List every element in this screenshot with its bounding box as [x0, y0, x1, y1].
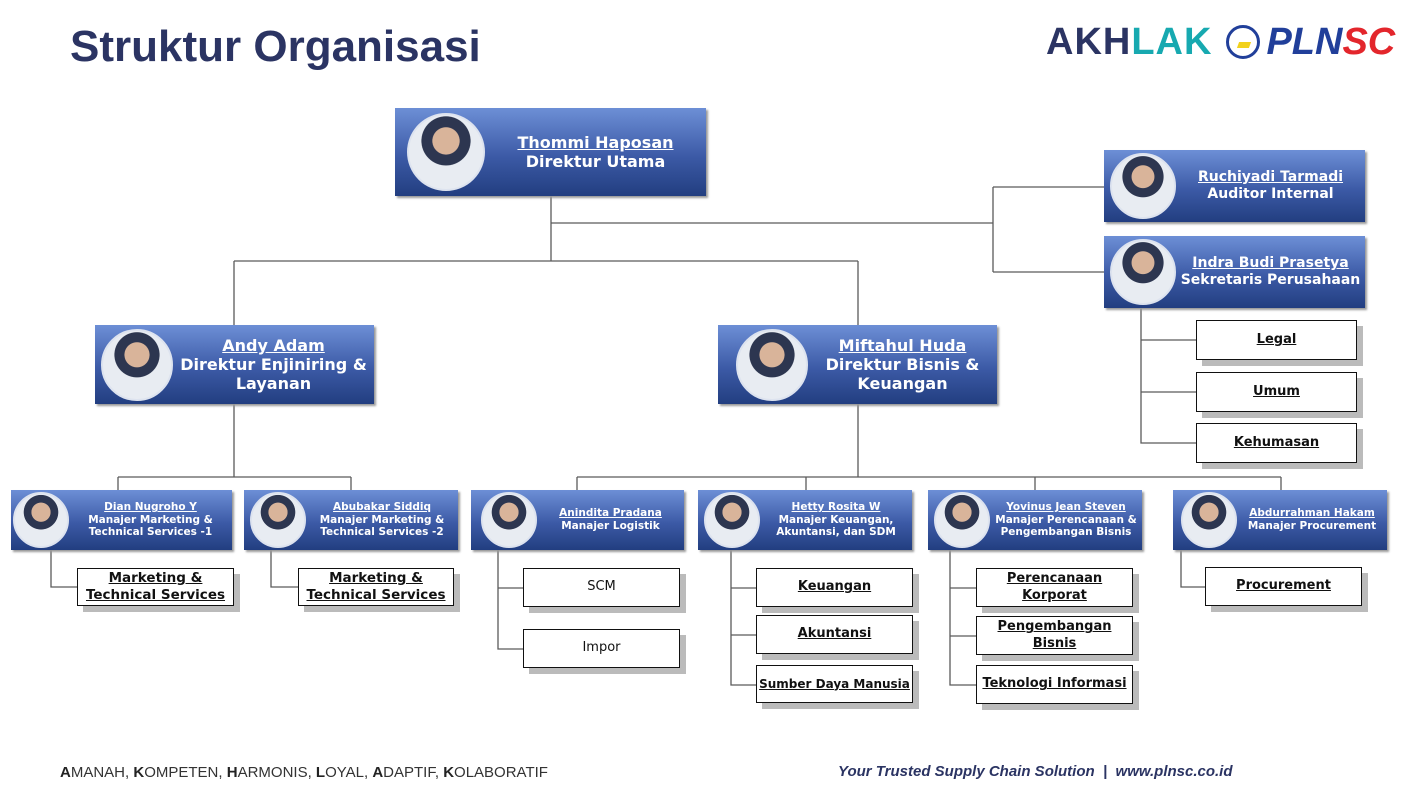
- logo-akh: AKH: [1046, 20, 1132, 63]
- person-name[interactable]: Andy Adam: [222, 335, 325, 355]
- unit-ti[interactable]: Teknologi Informasi: [976, 665, 1133, 704]
- pln-emblem-icon: [1226, 25, 1261, 59]
- unit-impor[interactable]: Impor: [523, 629, 680, 668]
- value-rest: OYAL,: [325, 764, 373, 781]
- person-role: Direktur Utama: [525, 152, 666, 171]
- person-role: Manajer Keuangan, Akuntansi, dan SDM: [776, 513, 896, 539]
- person-role: Direktur Bisnis & Keuangan: [825, 354, 980, 394]
- value-initial: H: [226, 764, 238, 781]
- value-rest: MANAH,: [70, 764, 134, 781]
- logo-lak: LAK: [1131, 20, 1213, 63]
- unit-pengembangan[interactable]: Pengembangan Bisnis: [976, 616, 1133, 655]
- avatar: [1110, 153, 1176, 219]
- person-name[interactable]: Thommi Haposan: [517, 132, 674, 152]
- logo-pln: PLN: [1266, 20, 1343, 63]
- unit-mts1[interactable]: Marketing & Technical Services: [77, 568, 234, 606]
- person-role: Manajer Perencanaan & Pengembangan Bisni…: [995, 513, 1137, 539]
- value-initial: K: [133, 764, 145, 781]
- person-role: Manajer Logistik: [561, 520, 660, 532]
- unit-mts2[interactable]: Marketing & Technical Services: [298, 568, 454, 606]
- avatar: [481, 492, 537, 548]
- logo-sc: SC: [1342, 20, 1396, 63]
- person-role: Manajer Procurement: [1247, 520, 1377, 532]
- value-initial: L: [315, 764, 326, 781]
- person-name[interactable]: Miftahul Huda: [838, 335, 967, 355]
- unit-keuangan[interactable]: Keuangan: [756, 568, 913, 607]
- avatar: [704, 492, 760, 548]
- value-initial: K: [443, 764, 455, 781]
- avatar: [101, 328, 173, 401]
- person-role: Direktur Enjiniring & Layanan: [180, 354, 367, 394]
- person-name[interactable]: Abubakar Siddiq: [333, 501, 431, 514]
- unit-perencanaan[interactable]: Perencanaan Korporat: [976, 568, 1133, 607]
- avatar: [407, 113, 485, 191]
- person-name[interactable]: Indra Budi Prasetya: [1192, 255, 1349, 272]
- unit-kehumasan[interactable]: Kehumasan: [1196, 423, 1357, 463]
- unit-akuntansi[interactable]: Akuntansi: [756, 615, 913, 654]
- person-name[interactable]: Hetty Rosita W: [791, 501, 881, 514]
- person-role: Sekretaris Perusahaan: [1180, 272, 1361, 288]
- person-name[interactable]: Anindita Pradana: [559, 507, 662, 520]
- unit-procurement[interactable]: Procurement: [1205, 567, 1362, 606]
- value-rest: DAPTIF,: [383, 764, 444, 781]
- avatar: [934, 492, 990, 548]
- avatar: [1110, 239, 1176, 305]
- page-title: Struktur Organisasi: [70, 22, 481, 71]
- value-initial: A: [372, 764, 384, 781]
- unit-legal[interactable]: Legal: [1196, 320, 1357, 360]
- unit-scm[interactable]: SCM: [523, 568, 680, 607]
- person-name[interactable]: Ruchiyadi Tarmadi: [1197, 169, 1344, 186]
- avatar: [1181, 492, 1237, 548]
- avatar: [13, 492, 69, 548]
- person-name[interactable]: Abdurrahman Hakam: [1249, 507, 1375, 520]
- value-rest: OMPETEN,: [144, 764, 227, 781]
- value-rest: OLABORATIF: [454, 764, 548, 781]
- person-name[interactable]: Yovinus Jean Steven: [1006, 501, 1126, 514]
- value-rest: ARMONIS,: [237, 764, 316, 781]
- unit-umum[interactable]: Umum: [1196, 372, 1357, 412]
- tagline: Your Trusted Supply Chain Solution | www…: [838, 763, 1233, 780]
- person-role: Manajer Marketing & Technical Services -…: [88, 513, 213, 539]
- person-role: Manajer Marketing & Technical Services -…: [319, 513, 445, 539]
- person-name[interactable]: Dian Nugroho Y: [104, 501, 197, 514]
- avatar: [736, 328, 808, 401]
- akhlak-values: AMANAH, KOMPETEN, HARMONIS, LOYAL, ADAPT…: [60, 764, 548, 781]
- avatar: [250, 492, 306, 548]
- person-role: Auditor Internal: [1207, 186, 1334, 202]
- unit-sdm[interactable]: Sumber Daya Manusia: [756, 665, 913, 703]
- value-initial: A: [60, 764, 71, 781]
